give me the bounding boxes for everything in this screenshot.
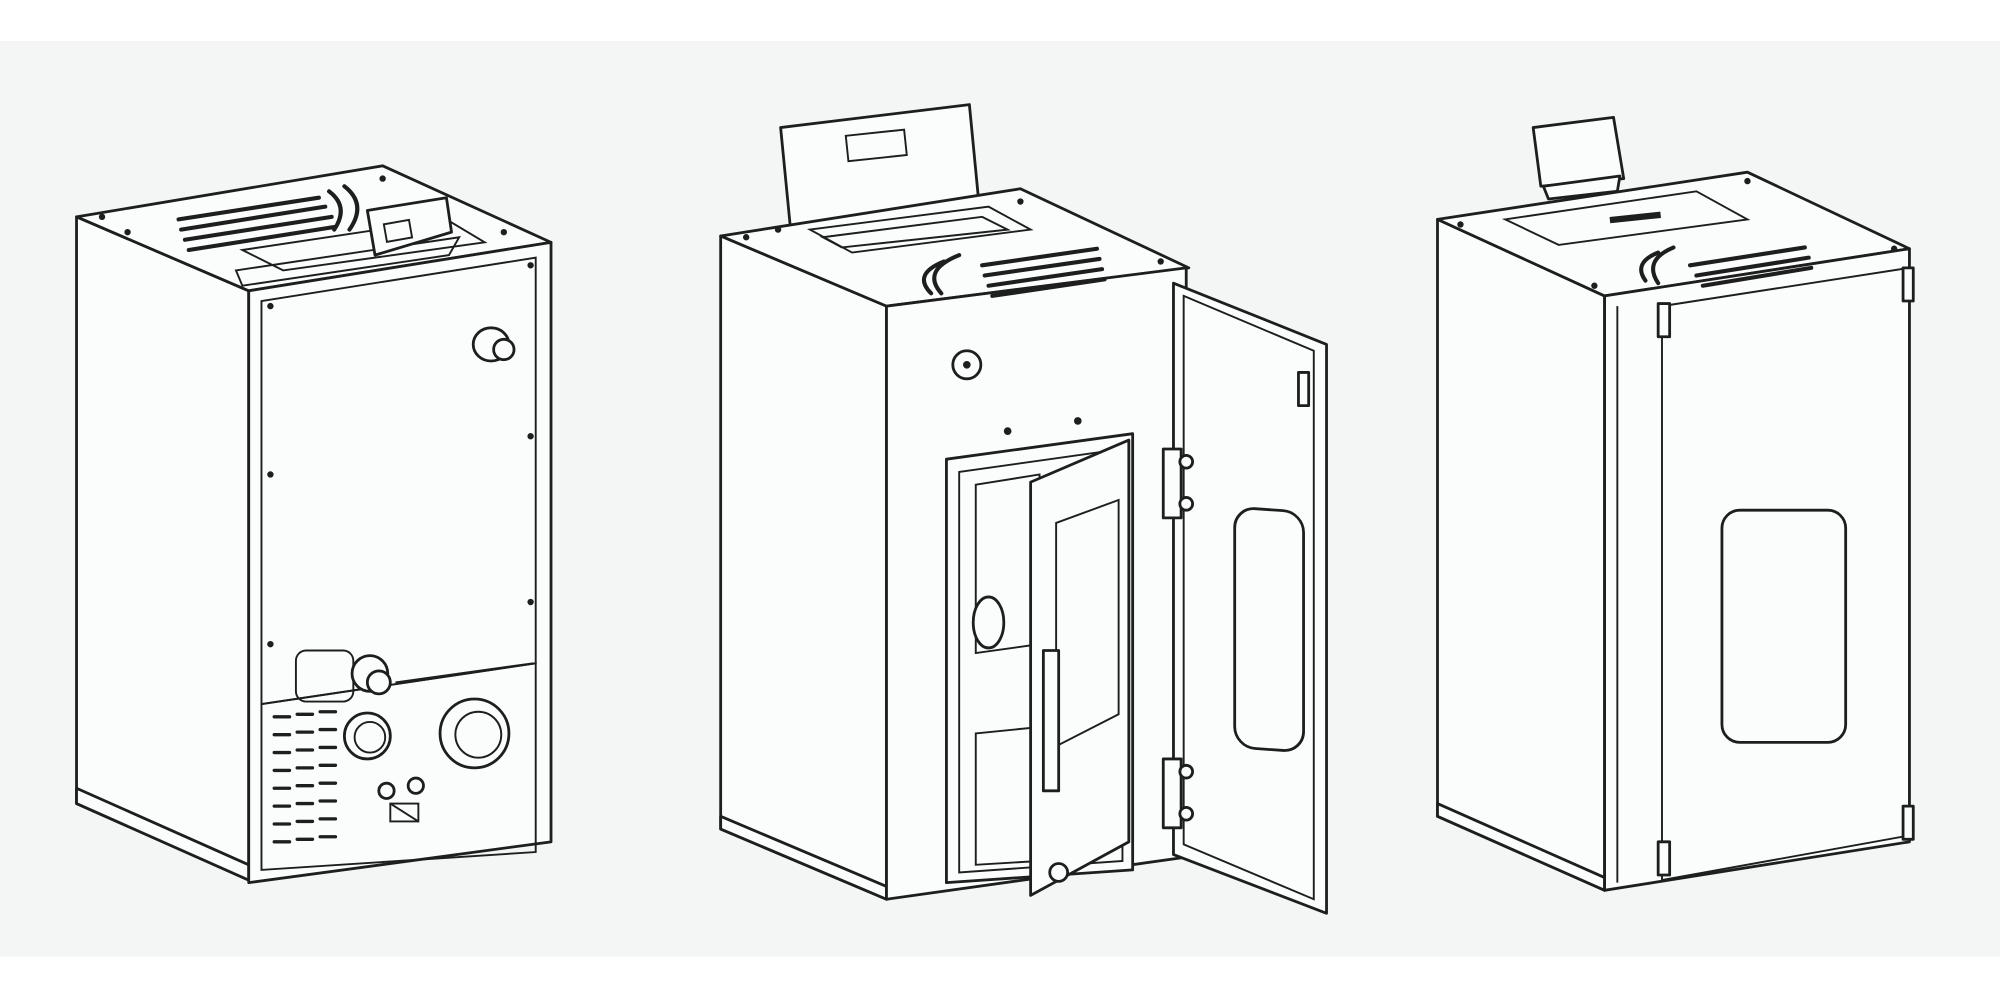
pellet-stove-open-doors-icon <box>719 103 1328 915</box>
pellet-stove-rear-view-icon <box>75 164 553 885</box>
hinge-icon <box>1161 447 1195 830</box>
pellet-stove-front-closed-icon <box>1436 115 1915 892</box>
